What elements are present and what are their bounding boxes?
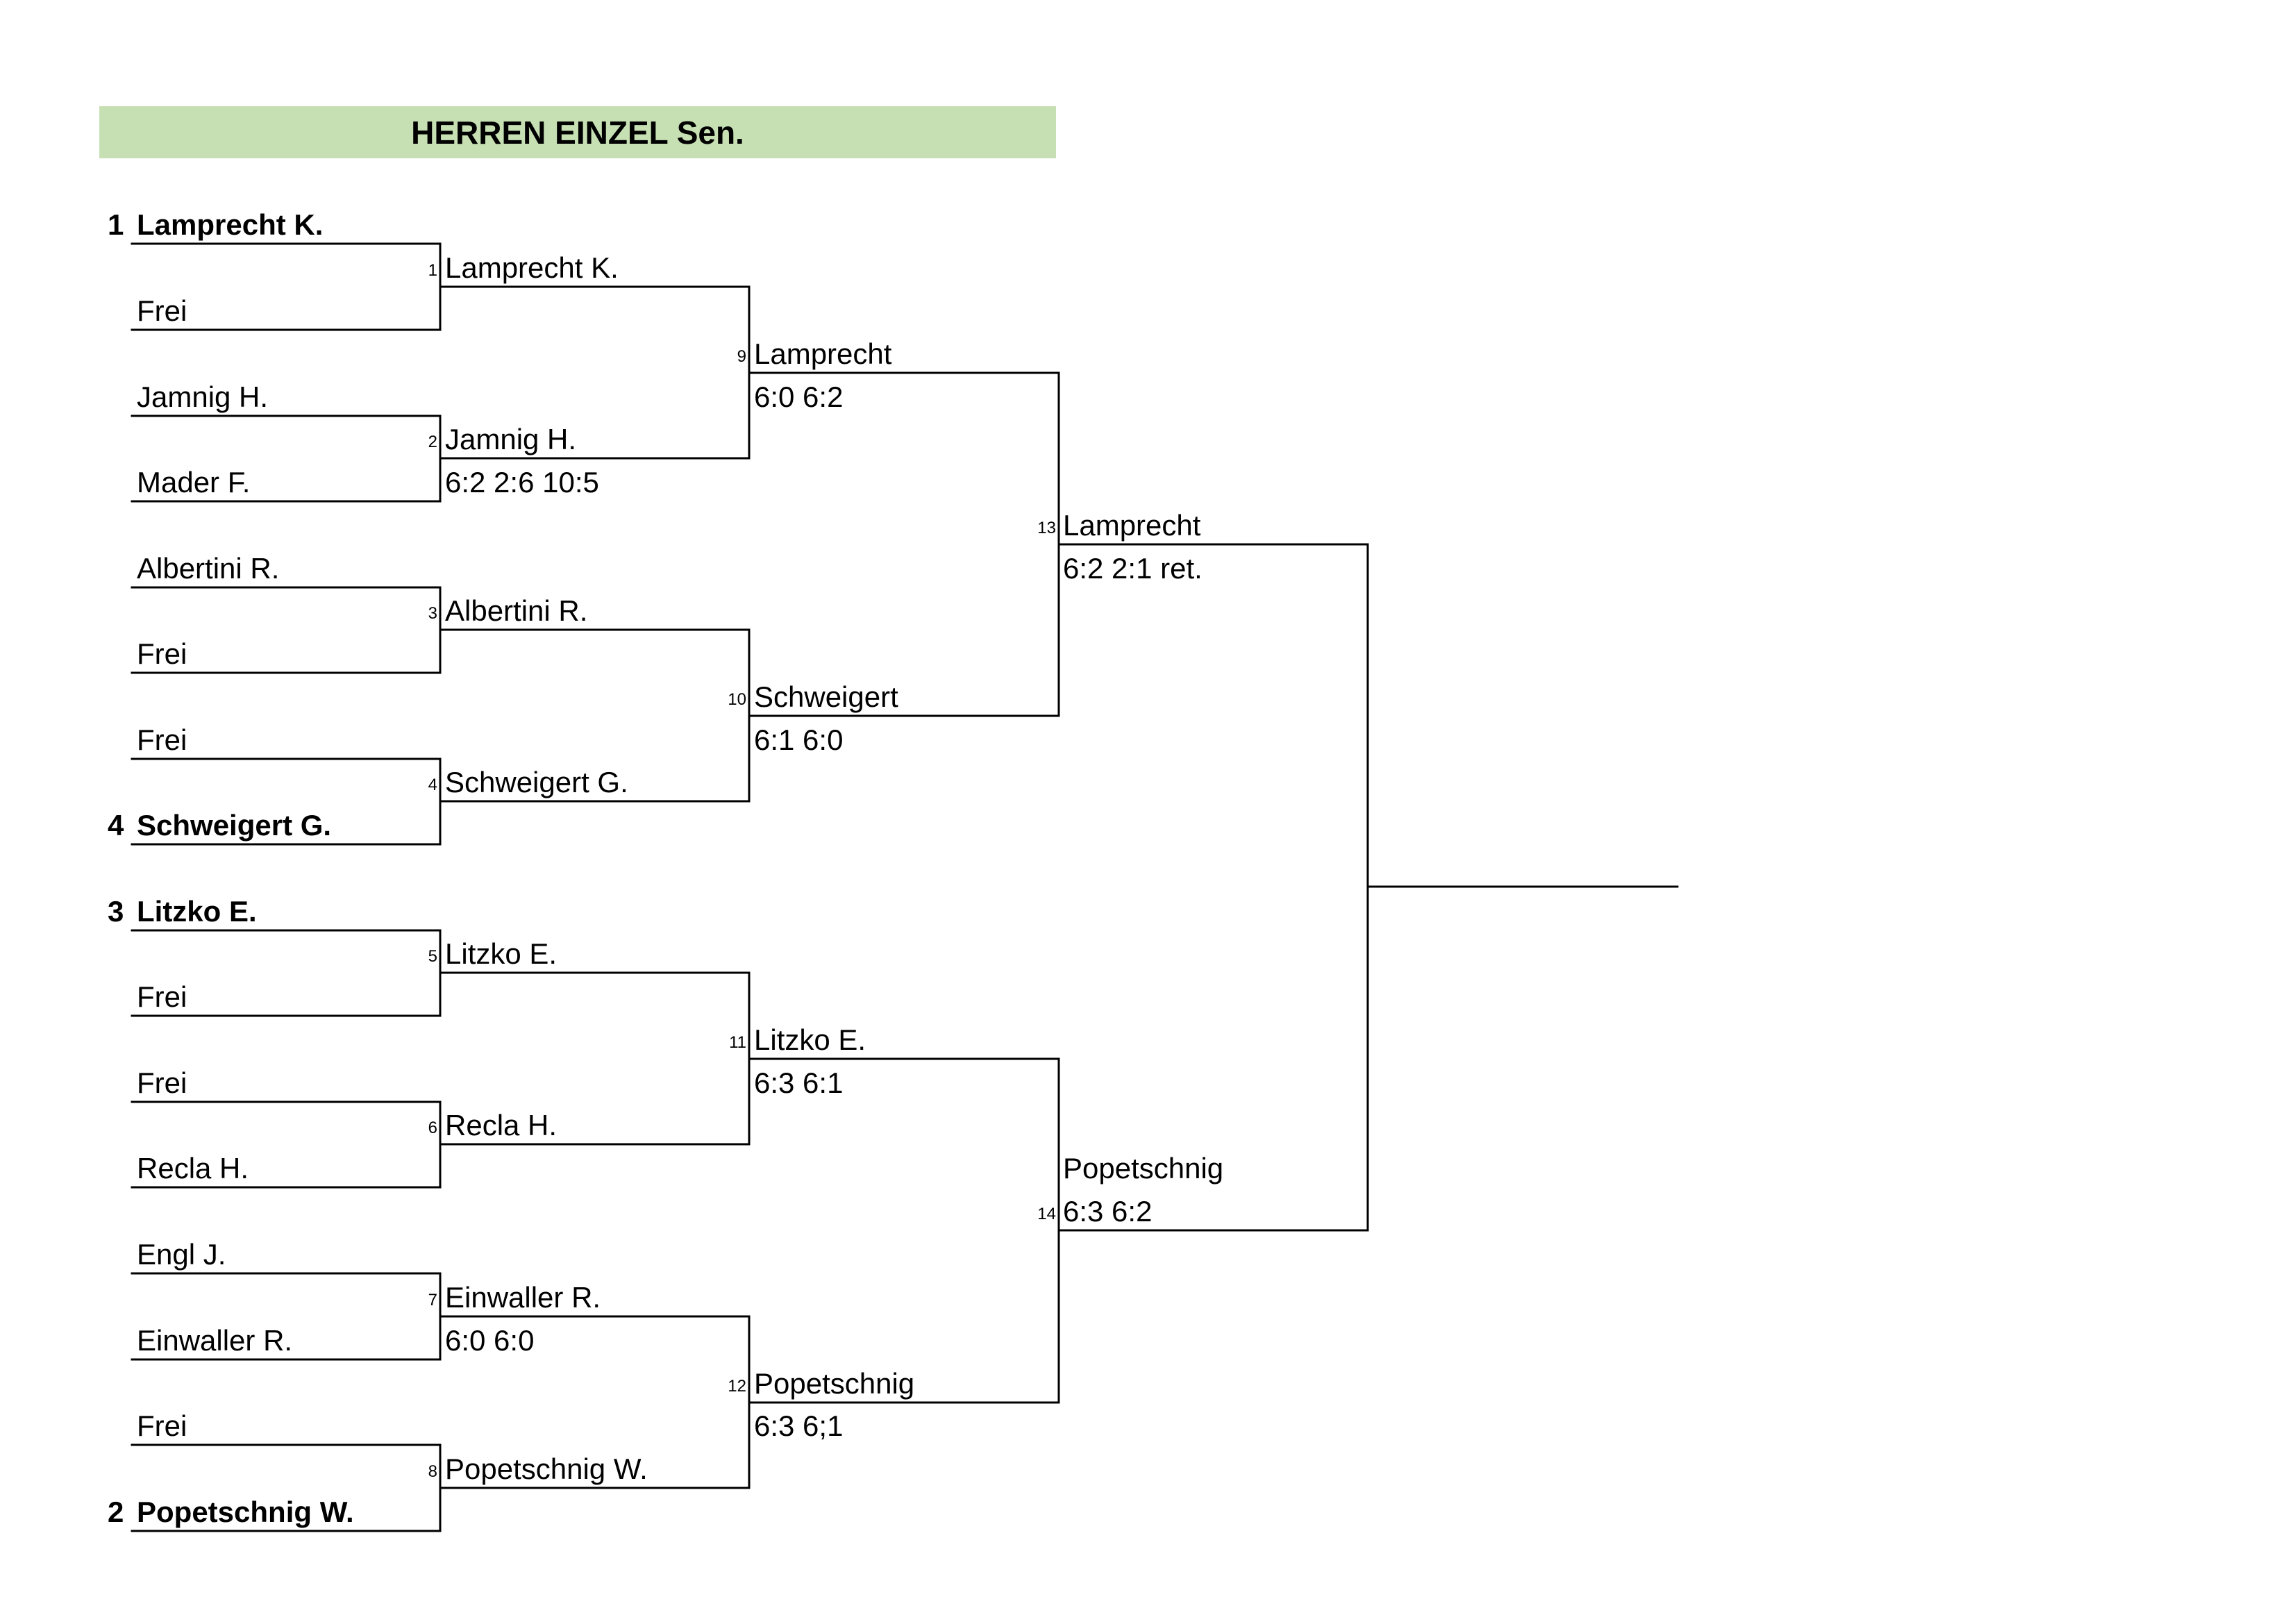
match-score: 6:0 6:0 <box>445 1324 535 1357</box>
player-name: Frei <box>137 980 187 1013</box>
player-name: Einwaller R. <box>137 1324 293 1357</box>
match-winner: Lamprecht <box>754 337 892 370</box>
player-name: Frei <box>137 1066 187 1099</box>
match-winner: Popetschnig <box>754 1367 915 1400</box>
match-number: 5 <box>428 947 437 966</box>
match-winner: Popetschnig W. <box>445 1453 648 1485</box>
match-winner: Lamprecht K. <box>445 251 619 284</box>
match-winner: Litzko E. <box>754 1023 866 1056</box>
player-name: Mader F. <box>137 466 251 499</box>
match-number: 2 <box>428 433 437 451</box>
match-number: 9 <box>737 347 746 366</box>
player-name: Litzko E. <box>137 895 257 928</box>
match-winner: Recla H. <box>445 1109 558 1141</box>
match-number: 6 <box>428 1119 437 1137</box>
match-score: 6:3 6:2 <box>1063 1195 1153 1228</box>
match-winner: Einwaller R. <box>445 1281 601 1314</box>
player-name: Frei <box>137 1409 187 1442</box>
match-number: 8 <box>428 1462 437 1481</box>
player-name: Frei <box>137 637 187 670</box>
title-bar: HERREN EINZEL Sen. <box>99 106 1056 158</box>
match-number: 7 <box>428 1291 437 1309</box>
match-number: 12 <box>728 1377 746 1396</box>
match-number: 10 <box>728 690 746 709</box>
seed-number: 2 <box>108 1496 124 1528</box>
page-title: HERREN EINZEL Sen. <box>411 114 744 151</box>
match-number: 1 <box>428 261 437 280</box>
match-winner: Schweigert <box>754 680 898 713</box>
match-score: 6:3 6:1 <box>754 1066 844 1099</box>
match-score: 6:1 6:0 <box>754 723 844 756</box>
player-name: Jamnig H. <box>137 380 269 413</box>
seed-number: 4 <box>108 809 124 842</box>
match-winner: Albertini R. <box>445 594 588 627</box>
player-name: Lamprecht K. <box>137 208 324 241</box>
seed-number: 1 <box>108 208 124 241</box>
match-number: 14 <box>1037 1205 1056 1223</box>
seed-number: 3 <box>108 895 124 928</box>
match-number: 11 <box>729 1033 746 1052</box>
match-number: 4 <box>428 776 437 794</box>
player-name: Engl J. <box>137 1238 226 1271</box>
match-number: 3 <box>428 604 437 623</box>
match-score: 6:3 6;1 <box>754 1409 844 1442</box>
match-winner: Litzko E. <box>445 937 558 970</box>
player-name: Schweigert G. <box>137 809 332 842</box>
match-winner: Lamprecht <box>1063 509 1201 542</box>
match-score: 6:2 2:1 ret. <box>1063 552 1203 585</box>
player-name: Recla H. <box>137 1152 249 1184</box>
player-name: Popetschnig W. <box>137 1496 354 1528</box>
match-score: 6:2 2:6 10:5 <box>445 466 599 499</box>
player-name: Frei <box>137 294 187 327</box>
match-winner: Popetschnig <box>1063 1152 1224 1184</box>
match-score: 6:0 6:2 <box>754 380 844 413</box>
match-number: 13 <box>1037 519 1056 537</box>
player-name: Albertini R. <box>137 552 280 585</box>
match-winner: Schweigert G. <box>445 766 628 798</box>
match-winner: Jamnig H. <box>445 423 577 455</box>
player-name: Frei <box>137 723 187 756</box>
